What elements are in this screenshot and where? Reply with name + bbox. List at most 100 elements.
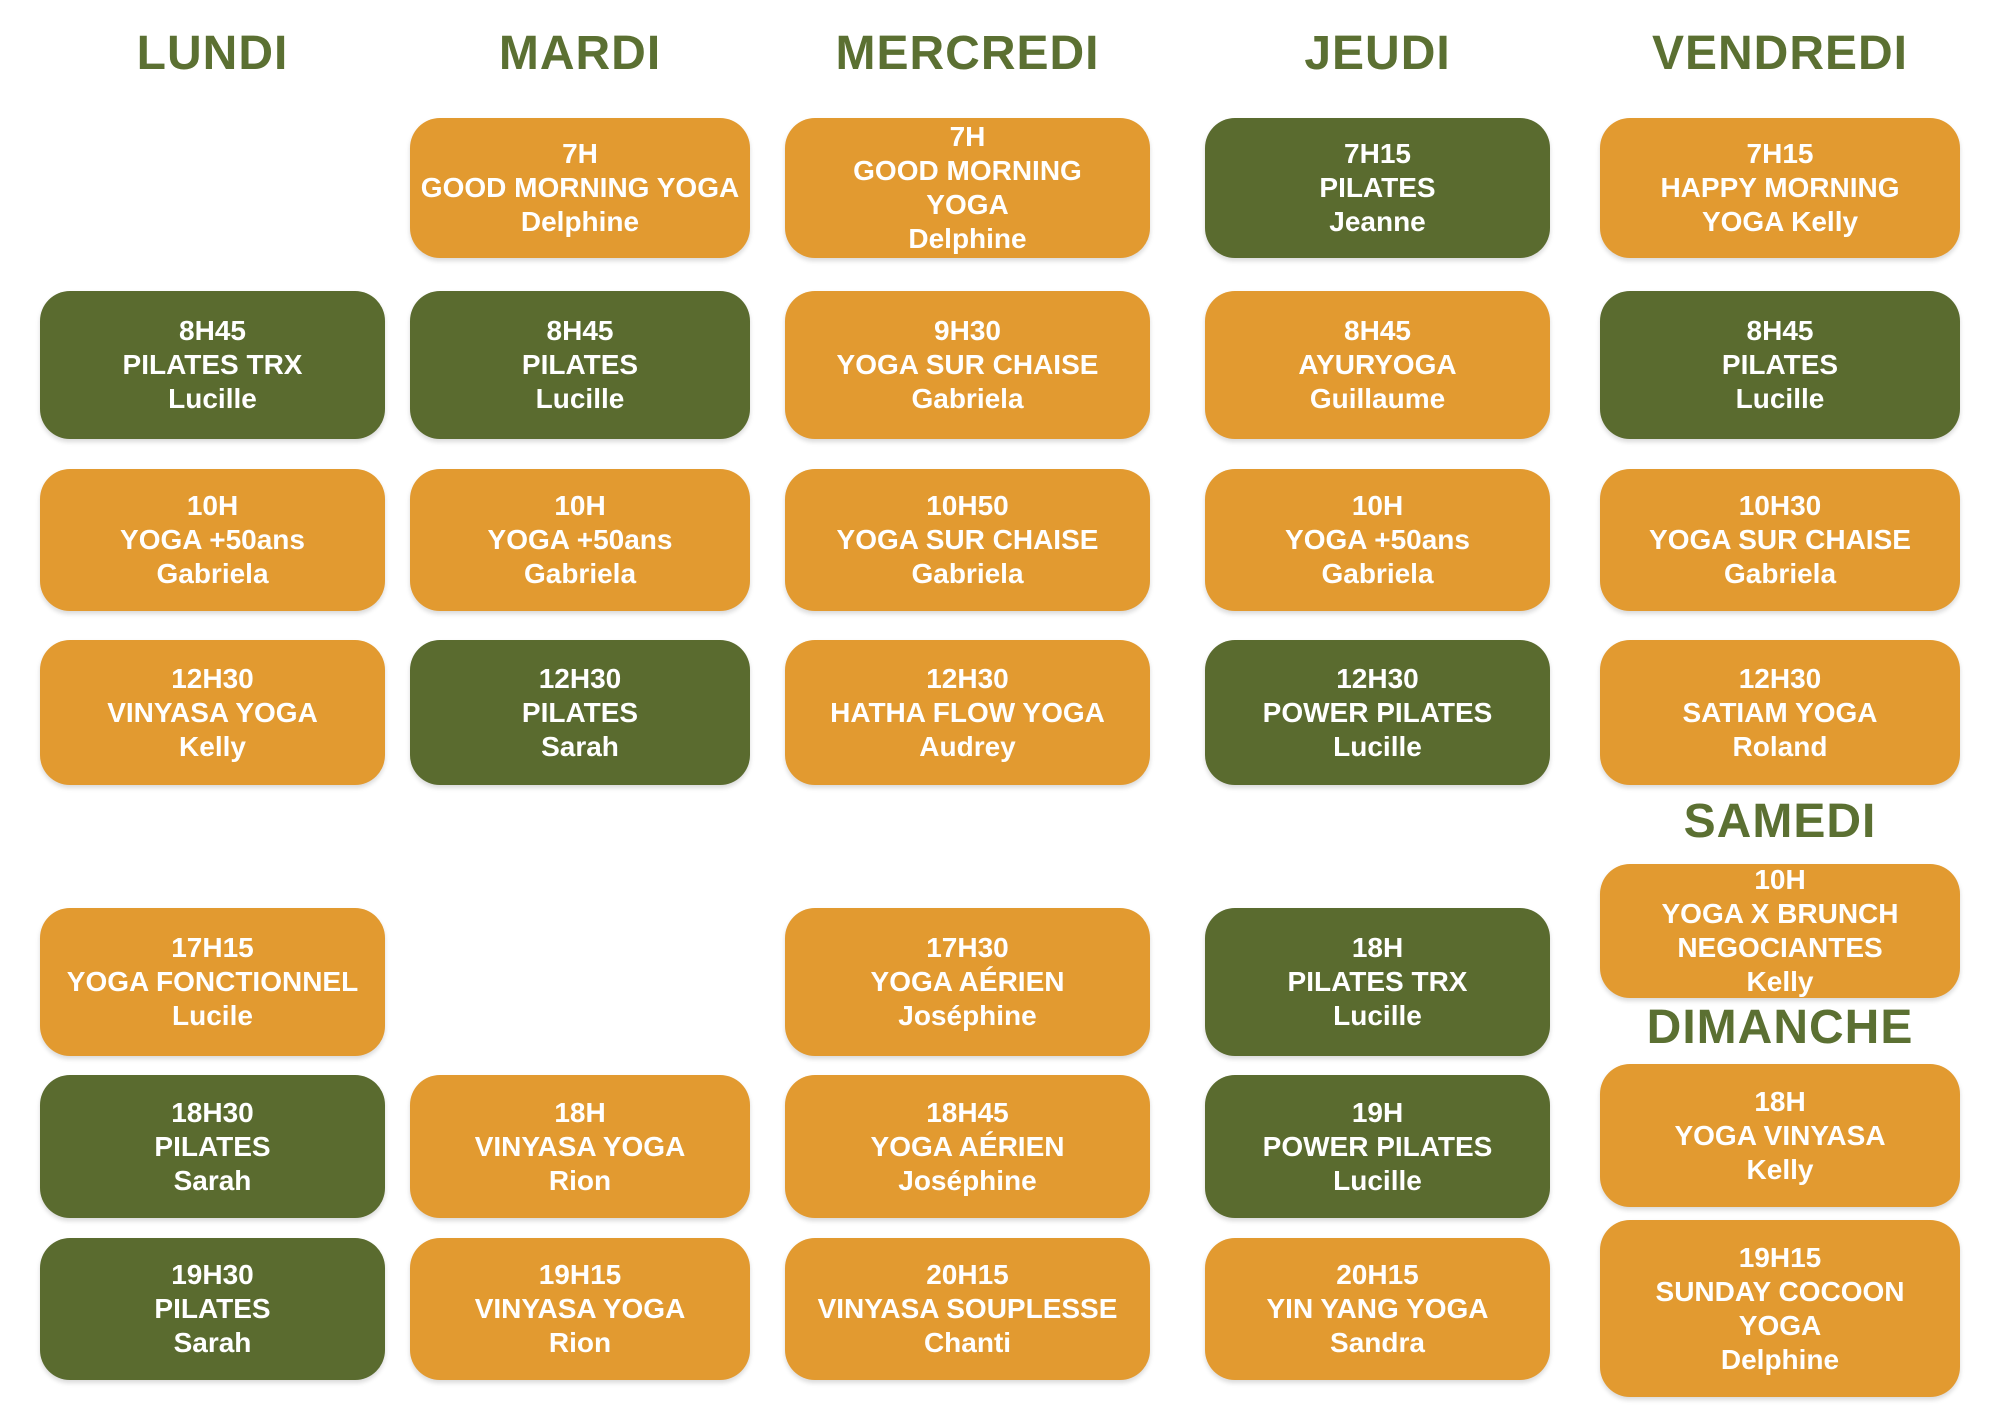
class-title: PILATES — [1721, 349, 1839, 380]
class-teacher: Sandra — [1330, 1327, 1425, 1358]
class-teacher: Kelly — [1746, 1153, 1814, 1185]
class-teacher: Lucile — [172, 1000, 253, 1031]
class-time: 12H30 — [1738, 662, 1822, 694]
class-time: 10H30 — [1738, 490, 1822, 521]
class-teacher: Rion — [548, 1164, 612, 1196]
class-time: 19H30 — [171, 1259, 254, 1290]
day-header-dimanche: DIMANCHE — [1646, 1001, 1914, 1054]
class-teacher: Jeanne — [1329, 206, 1426, 237]
class-title: YOGA AÉRIEN — [870, 966, 1065, 997]
class-time: 20H15 — [926, 1259, 1009, 1290]
class-teacher: Delphine — [908, 223, 1027, 254]
class-time: 19H15 — [1738, 1241, 1822, 1273]
class-title: GOOD MORNING — [853, 155, 1082, 186]
class-title: YOGA AÉRIEN — [870, 1130, 1065, 1162]
class-title: VINYASA YOGA — [474, 1130, 686, 1162]
day-header-samedi: SAMEDI — [1683, 795, 1877, 848]
class-title: YOGA — [1738, 1309, 1822, 1341]
class-teacher: Delphine — [520, 206, 640, 237]
class-time: 7H — [949, 121, 986, 152]
class-time: 8H45 — [179, 315, 246, 346]
class-time: 19H — [1351, 1096, 1404, 1128]
class-title: YOGA SUR CHAISE — [1649, 524, 1911, 555]
class-teacher: Lucille — [1333, 1000, 1422, 1031]
class-time: 19H15 — [538, 1259, 622, 1290]
class-title: NEGOCIANTES — [1677, 932, 1883, 963]
class-time: 10H — [186, 490, 239, 521]
class-time: 10H — [554, 490, 606, 521]
class-time: 12H30 — [538, 662, 622, 694]
class-teacher: Roland — [1732, 730, 1828, 762]
class-title: YOGA SUR CHAISE — [836, 524, 1099, 555]
class-teacher: Gabriela — [911, 558, 1024, 589]
day-header-mardi: MARDI — [498, 27, 662, 80]
class-title: GOOD MORNING YOGA — [420, 172, 740, 203]
class-title: PILATES — [154, 1293, 271, 1324]
class-time: 9H30 — [934, 315, 1001, 346]
class-title: VINYASA YOGA — [474, 1293, 686, 1324]
class-time: 10H50 — [926, 490, 1009, 521]
class-teacher: Lucille — [535, 383, 625, 414]
class-title: YOGA +50ans — [487, 524, 673, 555]
class-time: 18H — [1754, 1085, 1806, 1117]
class-title: YOGA FONCTIONNEL — [66, 966, 359, 997]
class-time: 20H15 — [1336, 1259, 1419, 1290]
class-title: SUNDAY COCOON — [1655, 1275, 1905, 1307]
class-title: PILATES — [1319, 172, 1436, 203]
class-teacher: Lucille — [1735, 383, 1825, 414]
class-title: VINYASA YOGA — [107, 696, 318, 728]
day-header-jeudi: JEUDI — [1304, 27, 1451, 80]
class-teacher: Gabriela — [1723, 558, 1837, 589]
class-title: YOGA +50ans — [120, 524, 305, 555]
day-header-mercredi: MERCREDI — [835, 27, 1100, 80]
class-time: 7H15 — [1344, 138, 1411, 169]
class-title: YOGA VINYASA — [1674, 1119, 1886, 1151]
class-title: YOGA — [926, 189, 1009, 220]
class-time: 18H — [554, 1096, 606, 1128]
class-teacher: Kelly — [179, 730, 246, 762]
class-teacher: Guillaume — [1309, 383, 1446, 414]
class-time: 8H45 — [546, 315, 614, 346]
class-teacher: Sarah — [173, 1327, 252, 1358]
class-teacher: Sarah — [173, 1164, 252, 1196]
class-time: 18H — [1351, 932, 1404, 963]
class-time: 10H — [1351, 490, 1404, 521]
class-title: HATHA FLOW YOGA — [830, 696, 1105, 728]
class-title: POWER PILATES — [1262, 696, 1493, 728]
class-title: VINYASA SOUPLESSE — [817, 1293, 1118, 1324]
class-title: PILATES — [521, 349, 639, 380]
class-title: YIN YANG YOGA — [1266, 1293, 1489, 1324]
class-teacher: Joséphine — [898, 1000, 1037, 1031]
class-time: 12H30 — [926, 662, 1009, 694]
class-title: HAPPY MORNING — [1660, 172, 1900, 203]
class-teacher: Gabriela — [911, 383, 1024, 414]
class-title: YOGA SUR CHAISE — [836, 349, 1099, 380]
